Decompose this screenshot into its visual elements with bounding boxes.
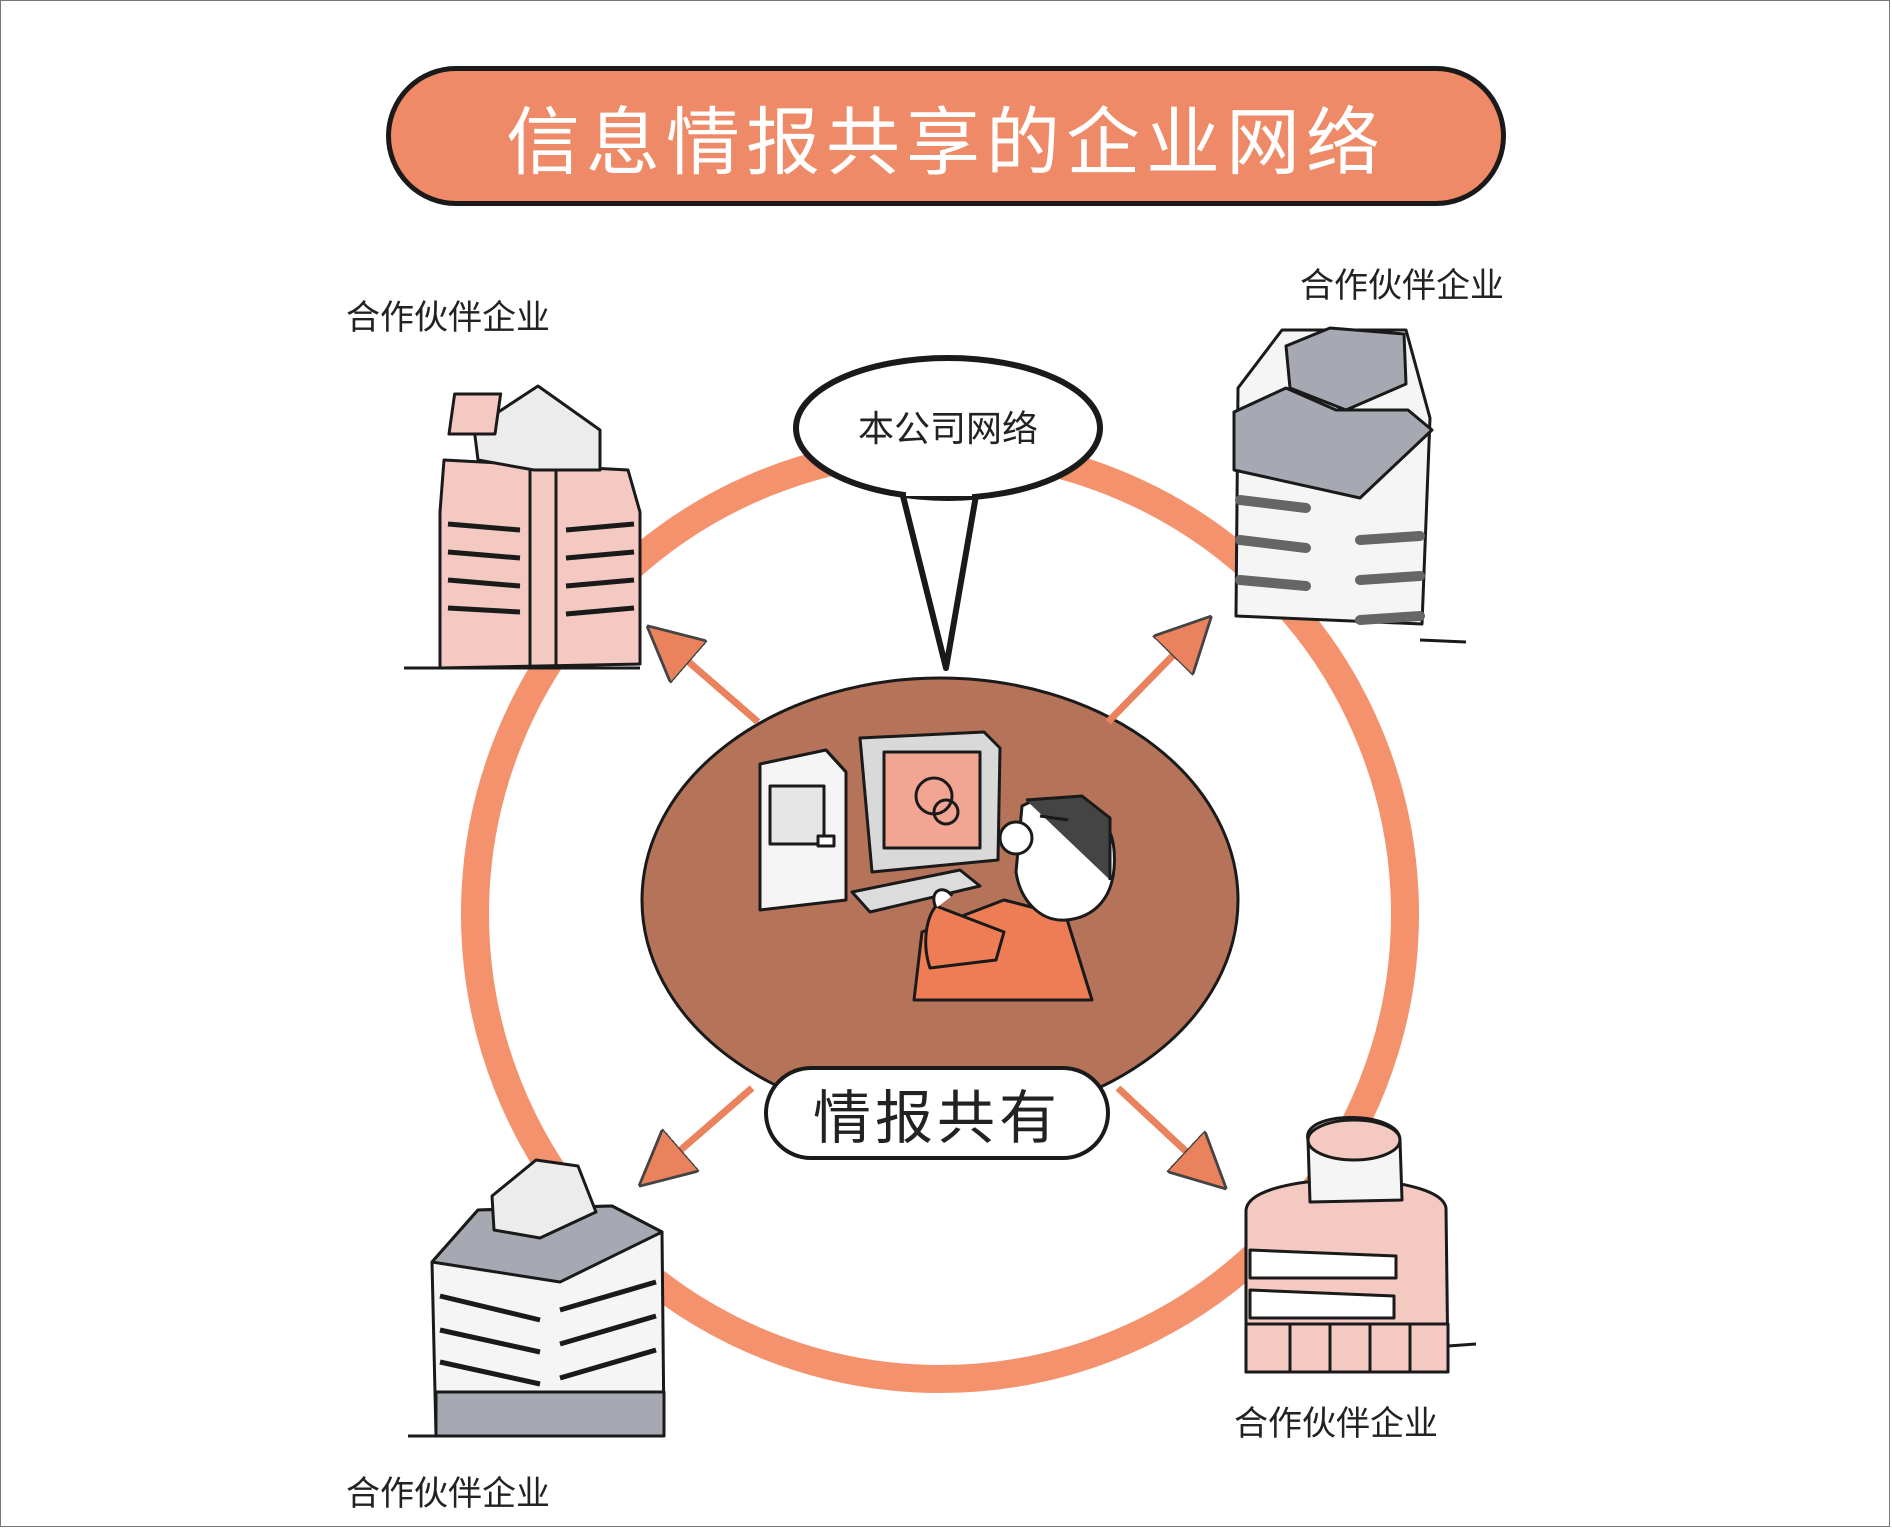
arrow-bottom-left [660,1085,755,1168]
arrow-top-right [1105,636,1192,725]
arrow-top-left [668,644,761,725]
partner-label-top-left: 合作伙伴企业 [346,298,550,338]
own-network-label: 本公司网络 [857,409,1038,450]
info-sharing-box: 情报共有 [764,1066,1110,1160]
info-sharing-label: 情报共有 [812,1084,1061,1152]
arrow-bottom-right [1115,1085,1206,1170]
share-arrows [660,636,1206,1170]
partner-label-bottom-right: 合作伙伴企业 [1234,1404,1438,1444]
speech-bubble [793,355,1103,671]
computer-user-illustration [758,730,1116,1002]
page-title: 信息情报共享的企业网络 [506,99,1386,186]
partner-building-top-right [1232,326,1467,644]
partner-label-bottom-left: 合作伙伴企业 [346,1474,550,1514]
partner-building-top-left [404,384,642,670]
partner-building-bottom-left [408,1158,666,1438]
partner-label-top-right: 合作伙伴企业 [1300,266,1504,306]
title-banner: 信息情报共享的企业网络 [386,66,1506,206]
partner-building-bottom-right [1244,1116,1477,1374]
